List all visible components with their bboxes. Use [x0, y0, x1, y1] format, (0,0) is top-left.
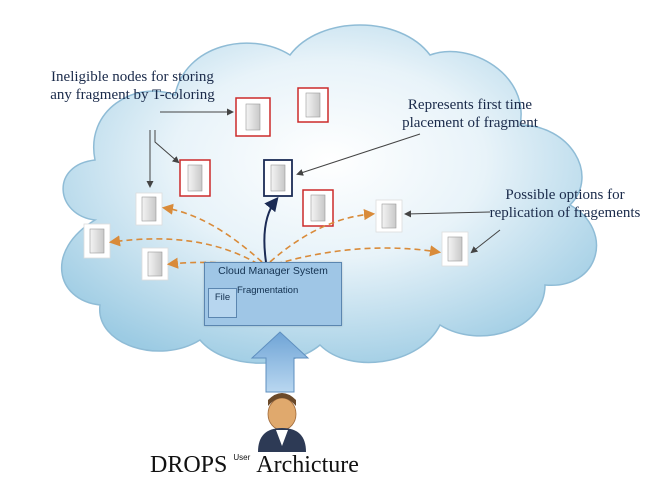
label-pointers — [146, 108, 501, 254]
ineligible-node — [302, 189, 334, 227]
cloud-manager-system-box: Cloud Manager System File Fragmentation — [204, 262, 342, 326]
pointer-line — [296, 133, 421, 176]
replication-node — [141, 247, 169, 281]
replication-arrow — [108, 235, 259, 265]
replication-node — [441, 231, 469, 267]
upload-arrow — [250, 331, 310, 393]
replication-node — [135, 192, 163, 226]
diagram-caption: DROPS User Archicture — [150, 452, 359, 479]
first-placement-label: Represents first time placement of fragm… — [402, 97, 538, 131]
replication-nodes — [83, 192, 469, 281]
replication-arrow — [275, 245, 442, 265]
ineligible-nodes-label: Ineligible nodes for storing any fragmen… — [50, 69, 215, 103]
cloud-manager-title: Cloud Manager System — [218, 265, 328, 277]
ineligible-nodes — [179, 87, 334, 227]
replication-options-label: Possible options for replication of frag… — [489, 187, 641, 221]
user-icon — [258, 393, 306, 452]
replication-arrow — [269, 209, 376, 263]
pointer-line — [470, 229, 501, 254]
caption-right: Archicture — [256, 452, 359, 478]
first-placement-arrow — [263, 196, 279, 263]
replication-arrow — [161, 203, 263, 263]
caption-left: DROPS — [150, 452, 228, 478]
file-box: File — [208, 288, 237, 318]
fragmentation-label: Fragmentation — [237, 285, 299, 296]
pointer-line — [404, 210, 491, 218]
user-label: User — [233, 453, 251, 462]
ineligible-node — [235, 97, 271, 137]
pointer-line — [154, 130, 180, 164]
first-placement-node — [263, 159, 293, 197]
replication-node — [83, 223, 111, 259]
ineligible-node — [297, 87, 329, 123]
replication-node — [375, 199, 403, 233]
ineligible-node — [179, 159, 211, 197]
